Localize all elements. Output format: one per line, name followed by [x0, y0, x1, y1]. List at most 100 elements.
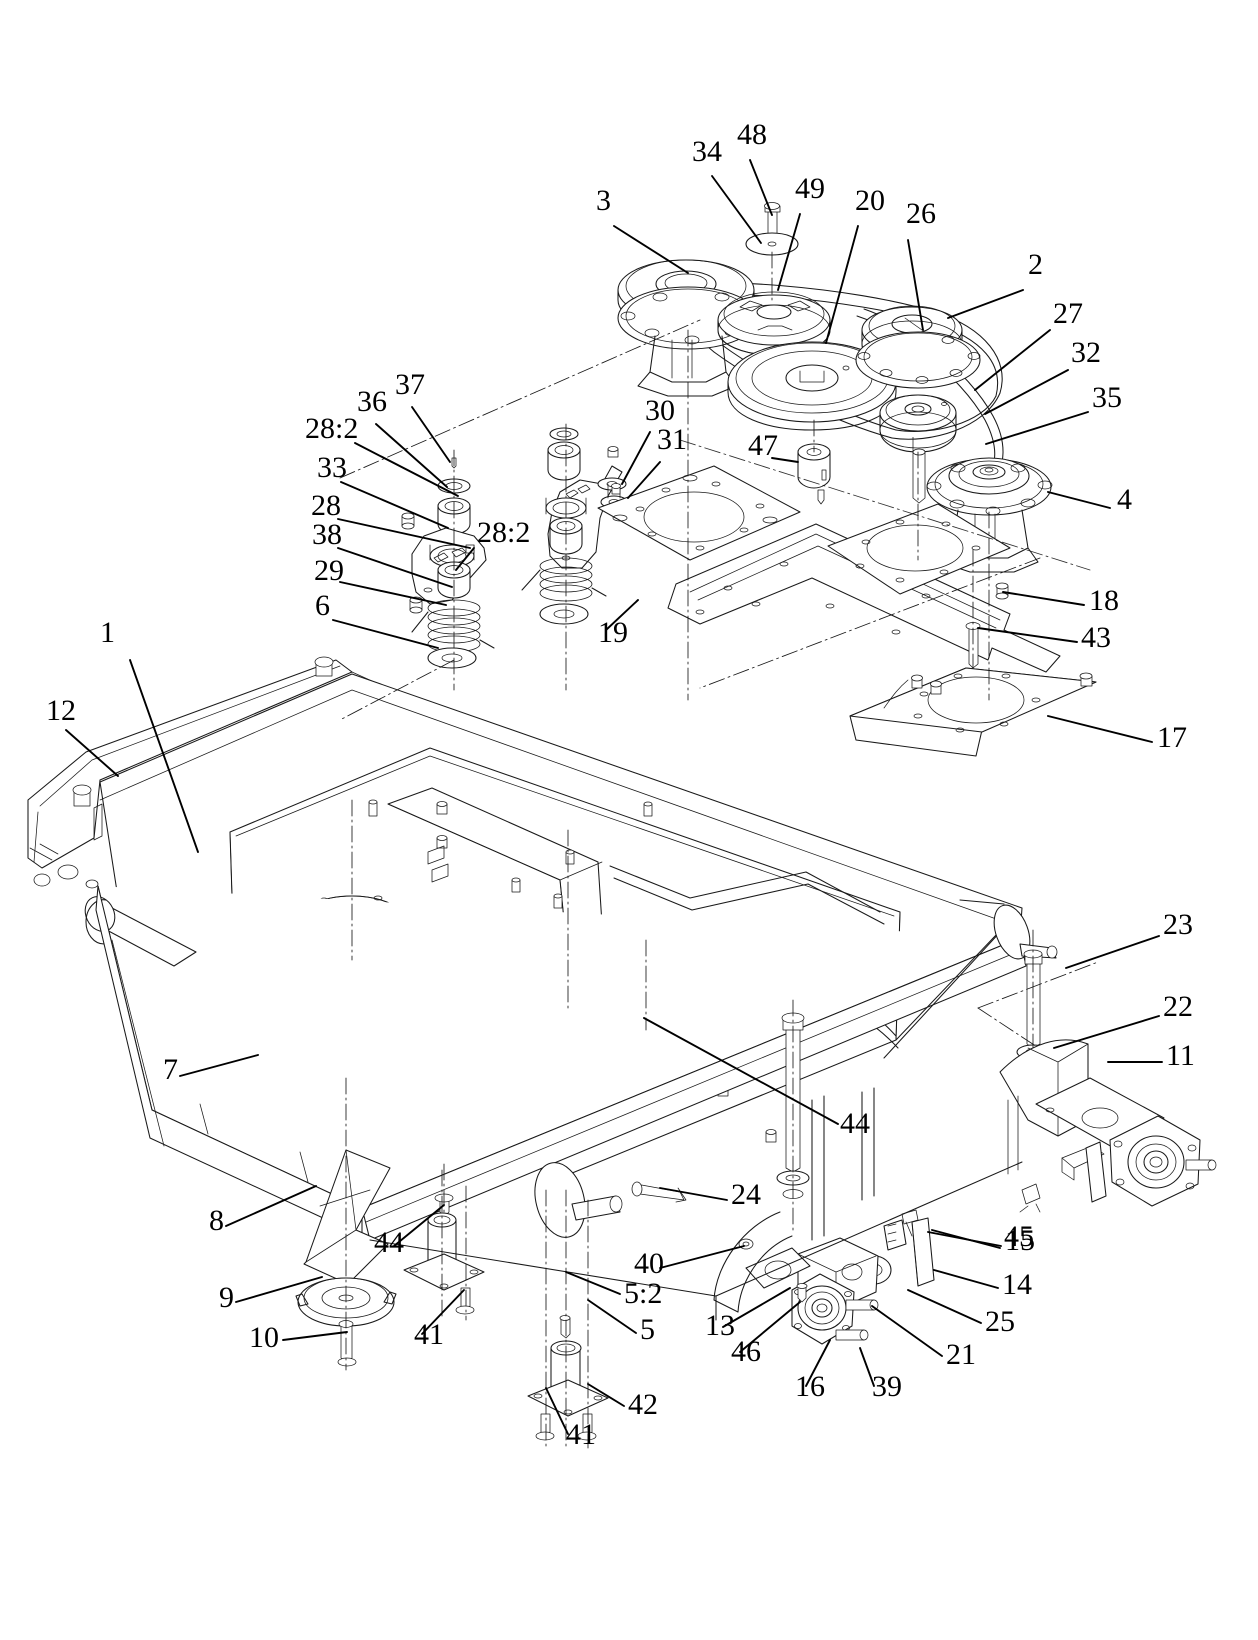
callout-number-43[interactable]: 43 — [1081, 621, 1111, 654]
callout-leader-29 — [339, 581, 447, 606]
callout-number-41[interactable]: 41 — [414, 1318, 444, 1351]
callout-number-29[interactable]: 29 — [314, 554, 344, 587]
callout-leader-18 — [1002, 591, 1085, 606]
callout-number-6[interactable]: 6 — [315, 589, 330, 622]
callout-number-34[interactable]: 34 — [692, 135, 722, 168]
callout-number-24[interactable]: 24 — [731, 1178, 761, 1211]
callout-number-28-2[interactable]: 28:2 — [305, 412, 359, 445]
callout-number-9[interactable]: 9 — [219, 1281, 234, 1314]
callout-number-23[interactable]: 23 — [1163, 908, 1193, 941]
callout-number-32[interactable]: 32 — [1071, 336, 1101, 369]
callout-number-26[interactable]: 26 — [906, 197, 936, 230]
callout-leader-36 — [375, 423, 448, 488]
callout-number-2[interactable]: 2 — [1028, 248, 1043, 281]
callout-number-19[interactable]: 19 — [598, 616, 628, 649]
belt-and-pulley-group — [617, 202, 1053, 573]
callout-number-20[interactable]: 20 — [855, 184, 885, 217]
callout-leader-44 — [643, 1017, 839, 1125]
callout-leader-22 — [1053, 1015, 1160, 1049]
callout-number-17[interactable]: 17 — [1157, 721, 1187, 754]
callout-leader-41 — [545, 1387, 569, 1435]
callout-number-8[interactable]: 8 — [209, 1204, 224, 1237]
callout-number-14[interactable]: 14 — [1002, 1268, 1032, 1301]
callout-number-11[interactable]: 11 — [1166, 1039, 1195, 1072]
callout-leader-9 — [235, 1276, 323, 1303]
callout-number-36[interactable]: 36 — [357, 385, 387, 418]
callout-number-48[interactable]: 48 — [737, 118, 767, 151]
callout-leader-49 — [777, 213, 801, 291]
callout-leader-21 — [871, 1305, 943, 1357]
callout-number-33[interactable]: 33 — [317, 451, 347, 484]
callout-leader-37 — [411, 406, 451, 463]
callout-leader-30 — [621, 431, 651, 485]
callout-number-42[interactable]: 42 — [628, 1388, 658, 1421]
callout-number-16[interactable]: 16 — [795, 1370, 825, 1403]
callout-number-12[interactable]: 12 — [46, 694, 76, 727]
callout-number-30[interactable]: 30 — [645, 394, 675, 427]
callout-leader-10 — [282, 1331, 348, 1341]
callout-number-28[interactable]: 28 — [311, 489, 341, 522]
callout-number-46[interactable]: 46 — [731, 1335, 761, 1368]
callout-number-5-2[interactable]: 5:2 — [624, 1277, 663, 1310]
callout-leader-41 — [421, 1289, 465, 1335]
callout-leader-28 — [337, 518, 471, 549]
callout-leader-13 — [722, 1287, 791, 1328]
callout-leader-2 — [947, 289, 1024, 319]
callout-number-15[interactable]: 15 — [1005, 1224, 1035, 1257]
callout-number-44[interactable]: 44 — [840, 1107, 870, 1140]
callout-leader-20 — [825, 225, 859, 344]
callout-leader-24 — [659, 1187, 728, 1201]
callout-leader-40 — [659, 1245, 745, 1269]
callout-number-10[interactable]: 10 — [249, 1321, 279, 1354]
callout-leader-25 — [907, 1289, 982, 1324]
callout-number-4[interactable]: 4 — [1117, 483, 1132, 516]
callout-leader-38 — [337, 547, 453, 588]
callout-leader-14 — [933, 1269, 999, 1289]
callout-leader-6 — [332, 619, 439, 649]
callout-leader-45 — [931, 1229, 1001, 1249]
callout-number-27[interactable]: 27 — [1053, 297, 1083, 330]
callout-leader-12 — [65, 729, 119, 777]
callout-leader-46 — [739, 1301, 801, 1353]
callout-number-49[interactable]: 49 — [795, 172, 825, 205]
callout-leader-7 — [179, 1054, 259, 1077]
callout-leader-34 — [711, 175, 762, 244]
callout-number-37[interactable]: 37 — [395, 368, 425, 401]
callout-leader-39 — [859, 1347, 875, 1387]
callout-number-3[interactable]: 3 — [596, 184, 611, 217]
callout-number-21[interactable]: 21 — [946, 1338, 976, 1371]
callout-leader-47 — [771, 457, 799, 463]
callout-number-13[interactable]: 13 — [705, 1309, 735, 1342]
callout-leader-43 — [977, 627, 1078, 643]
callout-number-41[interactable]: 41 — [566, 1418, 596, 1451]
callout-leader-28-2 — [354, 442, 459, 497]
callout-leader-48 — [749, 159, 773, 216]
callout-number-40[interactable]: 40 — [634, 1247, 664, 1280]
callout-number-1[interactable]: 1 — [100, 616, 115, 649]
callout-number-44[interactable]: 44 — [374, 1226, 404, 1259]
callout-leader-31 — [627, 461, 661, 499]
callout-leader-35 — [985, 411, 1089, 445]
callout-number-25[interactable]: 25 — [985, 1305, 1015, 1338]
callout-number-38[interactable]: 38 — [312, 518, 342, 551]
blade-assembly-group — [295, 1077, 485, 1371]
callout-number-7[interactable]: 7 — [163, 1053, 178, 1086]
callout-number-35[interactable]: 35 — [1092, 381, 1122, 414]
callout-number-28-2[interactable]: 28:2 — [477, 516, 531, 549]
callout-leader-33 — [340, 481, 449, 529]
callout-leader-3 — [613, 225, 689, 274]
callout-leader-1 — [129, 659, 199, 853]
callout-number-22[interactable]: 22 — [1163, 990, 1193, 1023]
construction-centerlines — [339, 319, 1091, 1031]
callout-number-39[interactable]: 39 — [872, 1370, 902, 1403]
callout-leader-17 — [1047, 715, 1153, 743]
callout-number-45[interactable]: 45 — [1004, 1220, 1034, 1253]
callout-number-47[interactable]: 47 — [748, 429, 778, 462]
callout-number-31[interactable]: 31 — [657, 423, 687, 456]
callout-number-18[interactable]: 18 — [1089, 584, 1119, 617]
callout-number-5[interactable]: 5 — [640, 1313, 655, 1346]
callout-leader-lines — [65, 159, 1163, 1435]
callout-leader-44 — [393, 1204, 445, 1247]
